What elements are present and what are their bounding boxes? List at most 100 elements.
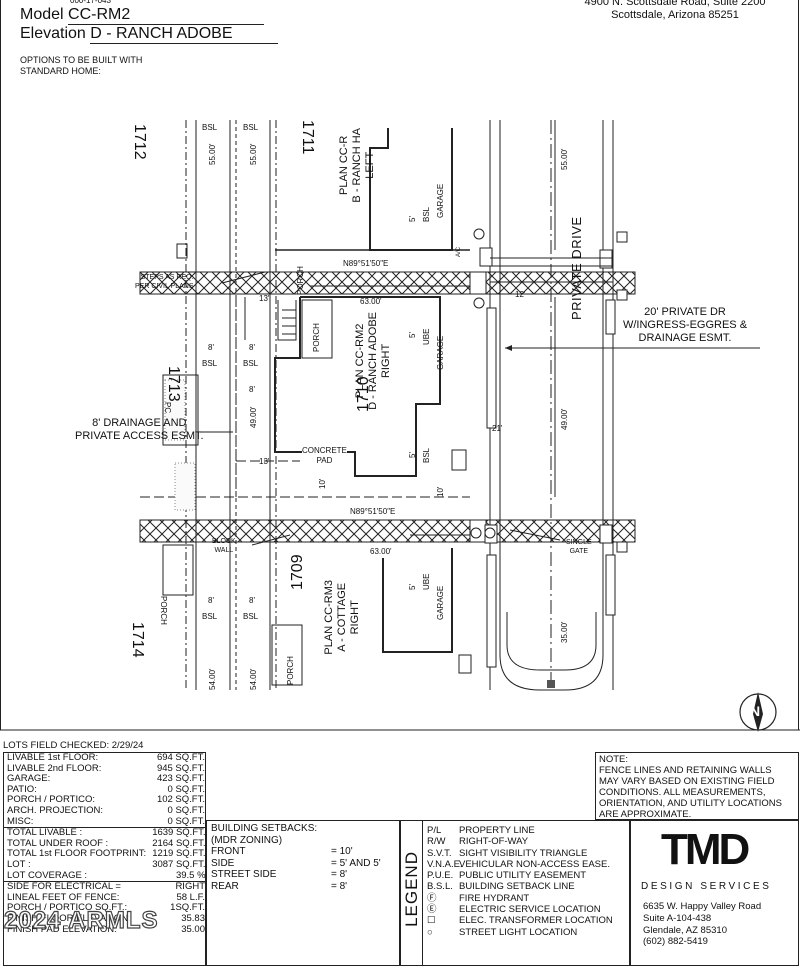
garage-label: GARAGE [436,183,445,218]
dim-label: 8' [208,596,214,605]
header-top-partial: 000-17-043 [70,0,111,5]
dim-label: 54.00' [249,668,258,690]
dim-label: 8' [249,596,255,605]
porch-label: PORCH [286,656,295,685]
porch-label: PORCH [296,266,305,295]
legend-row: V.N.A.E.VEHICULAR NON-ACCESS EASE. [427,858,610,870]
lot-1714-label: 1714 [129,622,146,658]
bsl-label: BSL [422,447,431,463]
dim-label: 13' [259,457,270,466]
dim-label: 55.00' [249,143,258,165]
bsl-label: BSL [243,612,259,621]
legend-row: P.U.E.PUBLIC UTILITY EASEMENT [427,870,587,882]
private-drive-label: PRIVATE DRIVE [569,216,584,320]
dim-label: 8' [208,343,214,352]
dim-label: 10' [436,486,445,497]
setback-row: FRONT= 10' [211,846,353,857]
stat-row: SIDE FOR ELECTRICAL =RIGHT [7,881,205,893]
address-line-1: 4900 N. Scottsdale Road, Suite 2200 [584,0,766,8]
stat-row: TOTAL LIVABLE :1639 SQ.FT. [7,827,206,839]
company-subtitle: DESIGN SERVICES [641,881,772,892]
ube-label: UBE [422,328,431,345]
dim-label: 5' [408,452,417,458]
porch-label: PORCH [159,596,168,625]
stat-row: MISC:0 SQ.FT. [7,815,205,827]
dim-label: 55.00' [208,143,217,165]
bsl-label: BSL [202,123,218,132]
note-title: NOTE: [599,754,629,765]
dim-label: 5' [408,584,417,590]
legend-title: LEGEND [402,851,421,927]
steps-note: STEPS AS REQ.PER CIVIL PLANS [135,274,194,290]
left-border [0,0,1,730]
bearing-label: N89°51'50"E [350,507,396,516]
dim-label: 5' [408,216,417,222]
stat-row: FINISH FLOOR ELEVATION:35.83 [7,912,205,924]
garage-label: GARAGE [436,585,445,620]
dim-label: 10' [318,478,327,489]
bearing-label: N89°51'50"E [343,259,389,268]
ube-label: UBE [422,573,431,590]
dim-label: 13' [259,294,270,303]
bsl-label: BSL [202,612,218,621]
stat-row: ARCH. PROJECTION:0 SQ.FT. [7,804,205,816]
model-value: CC-RM2 [68,6,265,25]
stat-row: LOT COVERAGE :39.5 % [7,869,206,881]
area-table: LIVABLE 1st FLOOR:694 SQ.FT.LIVABLE 2nd … [4,752,208,827]
lot-1709-label: 1709 [289,554,306,590]
options-note: OPTIONS TO BE BUILT WITH STANDARD HOME: [20,55,142,77]
dim-label: 5' [408,332,417,338]
dim-label: 8' [249,343,255,352]
address-line-2: Scottsdale, Arizona 85251 [611,9,739,21]
block-wall-north [139,271,636,295]
garage-label: GARAGE [436,335,445,370]
stat-row: PATIO:0 SQ.FT. [7,783,205,795]
pc-label: PC [163,402,172,414]
stat-row: PORCH / PORTICO SQ.FT.:1SQ.FT. [7,902,205,914]
legend-row: ○STREET LIGHT LOCATION [427,926,578,938]
legend-row: S.V.T.SIGHT VISIBILITY TRIANGLE [427,847,588,859]
dim-label: 55.00' [560,148,569,170]
totals-table: TOTAL LIVABLE :1639 SQ.FT.TOTAL UNDER RO… [4,828,209,881]
ac-label: A/C [456,246,462,257]
lot-1713-partial-label: 1713 [165,366,182,402]
bsl-label: BSL [243,359,259,368]
setback-row: REAR= 8' [211,880,348,892]
bsl-label: BSL [422,206,431,222]
dim-label: 63.00' [370,547,392,556]
legend-row: B.S.L.BUILDING SETBACK LINE [427,881,575,893]
dim-label: 12' [515,290,526,299]
elevation-row: Elevation D - RANCH ADOBE [20,25,279,44]
setback-rows: FRONT= 10'SIDE= 5' AND 5'STREET SIDE= 8'… [211,846,395,892]
stat-row: TOTAL 1st FLOOR FOOTPRINT:1219 SQ.FT. [7,848,206,860]
company-box: TMD DESIGN SERVICES 6635 W. Happy Valley… [630,820,799,966]
note-box: NOTE: FENCE LINES AND RETAINING WALLS MA… [595,752,799,820]
stat-row: LINEAL FEET OF FENCE:58 L.F. [7,891,205,903]
setbacks-title: BUILDING SETBACKS: [211,823,318,834]
dim-label: 49.00' [560,408,569,430]
legend-row: ☐ELEC. TRANSFORMER LOCATION [427,915,613,927]
dim-label: 54.00' [208,668,217,690]
right-border [798,0,799,730]
stat-row: FINISH PAD ELEVATION:35.00 [7,923,205,935]
lot-1712-label: 1712 [131,124,148,160]
dim-label: 8' [249,385,255,394]
model-label: Model [20,6,64,23]
dim-label: 21' [492,424,503,433]
model-row: Model CC-RM2 [20,6,265,25]
stat-row: TOTAL UNDER ROOF :2164 SQ.FT. [7,837,206,849]
bsl-label: BSL [202,359,218,368]
stat-row: LOT :3087 SQ.FT. [7,858,206,870]
